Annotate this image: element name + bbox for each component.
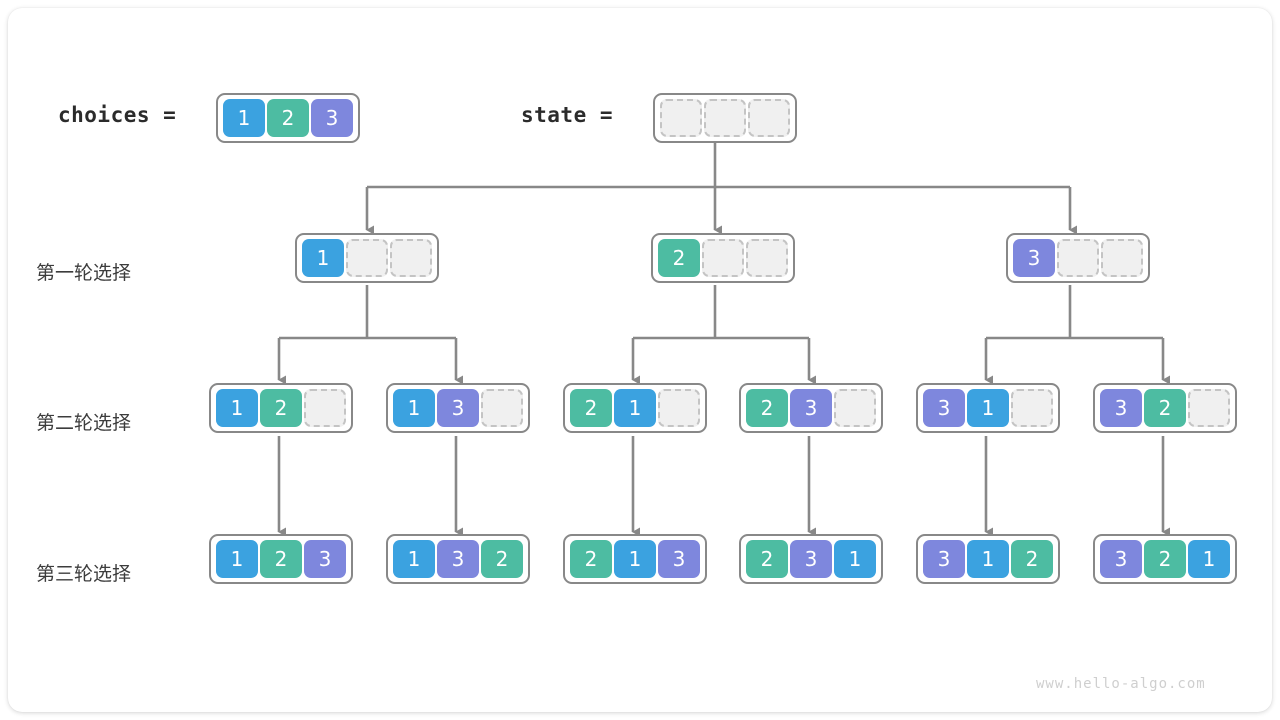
state-array [653, 93, 797, 143]
choices-cell-0: 1 [223, 99, 265, 137]
node-level1-2-cell-0: 3 [1013, 239, 1055, 277]
node-level3-3-cell-1: 3 [790, 540, 832, 578]
node-level1-2-cell-2-empty [1101, 239, 1143, 277]
node-level2-2-cell-1: 1 [614, 389, 656, 427]
node-level3-5-cell-1: 2 [1144, 540, 1186, 578]
node-level3-4-cell-1: 1 [967, 540, 1009, 578]
node-level2-1-cell-0: 1 [393, 389, 435, 427]
node-level3-3-cell-0: 2 [746, 540, 788, 578]
node-level3-0-cell-2: 3 [304, 540, 346, 578]
node-level2-2-cell-0: 2 [570, 389, 612, 427]
node-level3-0-cell-0: 1 [216, 540, 258, 578]
row-label-round3: 第三轮选择 [36, 563, 132, 585]
node-level2-1-cell-1: 3 [437, 389, 479, 427]
choices-cell-2: 3 [311, 99, 353, 137]
node-level1-1-cell-0: 2 [658, 239, 700, 277]
state-cell-2-empty [748, 99, 790, 137]
row-label-round1: 第一轮选择 [36, 262, 132, 284]
node-level3-1-cell-0: 1 [393, 540, 435, 578]
tree-connectors [277, 133, 1170, 537]
node-level1-0-cell-1-empty [346, 239, 388, 277]
node-level2-4-cell-2-empty [1011, 389, 1053, 427]
node-level2-3-cell-1: 3 [790, 389, 832, 427]
node-level1-2: 3 [1006, 233, 1150, 283]
node-level3-1-cell-2: 2 [481, 540, 523, 578]
node-level2-2-cell-2-empty [658, 389, 700, 427]
node-level3-3-cell-2: 1 [834, 540, 876, 578]
node-level3-2-cell-1: 1 [614, 540, 656, 578]
node-level3-4-cell-0: 3 [923, 540, 965, 578]
row-label-round2: 第二轮选择 [36, 412, 132, 434]
node-level2-5-cell-0: 3 [1100, 389, 1142, 427]
node-level2-5-cell-1: 2 [1144, 389, 1186, 427]
node-level1-0: 1 [295, 233, 439, 283]
node-level1-1-cell-2-empty [746, 239, 788, 277]
node-level3-2-cell-0: 2 [570, 540, 612, 578]
node-level2-3-cell-2-empty [834, 389, 876, 427]
node-level3-4-cell-2: 2 [1011, 540, 1053, 578]
state-label: state = [521, 103, 614, 127]
node-level2-0-cell-2-empty [304, 389, 346, 427]
node-level3-2-cell-2: 3 [658, 540, 700, 578]
choices-label: choices = [58, 103, 177, 127]
node-level2-5-cell-2-empty [1188, 389, 1230, 427]
state-cell-0-empty [660, 99, 702, 137]
node-level1-0-cell-2-empty [390, 239, 432, 277]
node-level1-0-cell-0: 1 [302, 239, 344, 277]
node-level2-0-cell-1: 2 [260, 389, 302, 427]
choices-cell-1: 2 [267, 99, 309, 137]
node-level3-5-cell-2: 1 [1188, 540, 1230, 578]
node-level3-0-cell-1: 2 [260, 540, 302, 578]
node-level2-3-cell-0: 2 [746, 389, 788, 427]
watermark: www.hello-algo.com [1036, 676, 1206, 692]
state-cell-1-empty [704, 99, 746, 137]
node-level2-1-cell-2-empty [481, 389, 523, 427]
node-level1-1-cell-1-empty [702, 239, 744, 277]
node-level3-5-cell-0: 3 [1100, 540, 1142, 578]
node-level3-1-cell-1: 3 [437, 540, 479, 578]
node-level1-1: 2 [651, 233, 795, 283]
node-level2-0-cell-0: 1 [216, 389, 258, 427]
node-level2-4-cell-0: 3 [923, 389, 965, 427]
node-level2-4-cell-1: 1 [967, 389, 1009, 427]
node-level1-2-cell-1-empty [1057, 239, 1099, 277]
